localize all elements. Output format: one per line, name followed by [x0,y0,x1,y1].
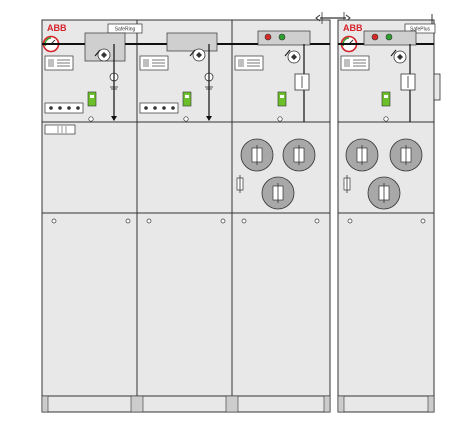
lock-hole [88,116,94,122]
lock-hole [183,116,189,122]
plinth-foot [41,395,49,413]
voltage-indicator [44,102,84,114]
operating-shaft-icon [192,48,206,62]
fuse-canister-icon [389,138,423,172]
abb-logo: ABB [343,23,363,33]
plinth-foot [427,395,435,413]
cable-feeder-section-1 [44,32,126,135]
plinth [41,395,331,413]
status-lamp-icon [371,33,393,41]
name-plate-label: SafePlus [410,27,431,33]
padlock-icon [381,91,391,107]
cable-feeder-section-2 [139,32,218,122]
plinth-foot [337,395,345,413]
cable-arrow [206,116,212,121]
plinth-foot [130,395,144,413]
lock-hole [277,116,283,122]
rating-plate [340,55,370,71]
fuse-blown-indicator [343,175,351,193]
name-plate-label: SafeRing [115,27,136,33]
fuse-switch-section-3 [234,30,316,210]
padlock-icon [277,91,287,107]
fuse-switch-section-4 [340,30,423,210]
cable-compartment-plate [44,124,76,135]
fuse-canister-icon [240,138,274,172]
operating-shaft-icon [97,48,111,62]
fuse-symbol-icon [400,73,416,91]
fuse-blown-indicator [236,175,244,193]
unit-safeplus: ABB SafePlus [337,14,441,413]
plinth [337,395,435,413]
mimic-window [166,32,218,52]
fuse-symbol-icon [294,73,310,91]
switch-contact [390,49,397,57]
plinth-foot [225,395,239,413]
fuse-canister-icon [367,176,401,210]
voltage-indicator [139,102,179,114]
fuse-canister-icon [345,138,379,172]
operating-shaft-icon [393,50,407,64]
rating-plate [234,55,264,71]
status-lamp-icon [264,33,286,41]
padlock-icon [87,91,97,107]
fuse-canister-icon [261,176,295,210]
lock-hole [383,116,389,122]
unit-safering: ABB SafeRing [41,19,331,413]
rating-plate [139,55,169,71]
side-cover [433,73,441,101]
cable-arrow [111,116,117,121]
plinth-foot [323,395,331,413]
name-plate [404,23,436,34]
door-screws [347,218,426,224]
abb-logo: ABB [47,23,67,33]
switch-contact [284,49,291,57]
unit-safeplus-frame [337,19,435,413]
rating-plate [44,55,74,71]
fuse-canister-icon [282,138,316,172]
door-screws [51,218,320,224]
unit-safering-frame [41,19,331,413]
operating-shaft-icon [287,50,301,64]
padlock-icon [182,91,192,107]
